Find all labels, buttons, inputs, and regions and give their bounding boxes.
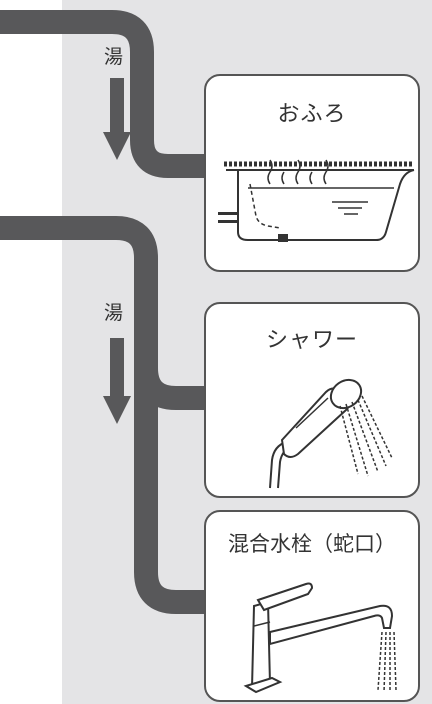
shower-head-icon [269,378,393,489]
arrow-down-icon [103,78,131,160]
pipe-bath [0,10,206,178]
faucet-card: 混合水栓（蛇口） [204,510,420,702]
pipe-main [0,216,206,614]
shower-label: シャワー [265,328,358,353]
arrow-down-icon [103,338,131,424]
hot-water-label: 湯 [104,302,124,324]
shower-card: シャワー [204,302,420,498]
bath-label: おふろ [277,102,347,127]
hot-water-label: 湯 [104,46,124,68]
pipe-shower-branch [134,367,206,410]
faucet-label: 混合水栓（蛇口） [228,532,396,556]
bath-card: おふろ [204,74,420,272]
faucet-icon [243,582,397,694]
bathtub-icon [218,159,415,242]
